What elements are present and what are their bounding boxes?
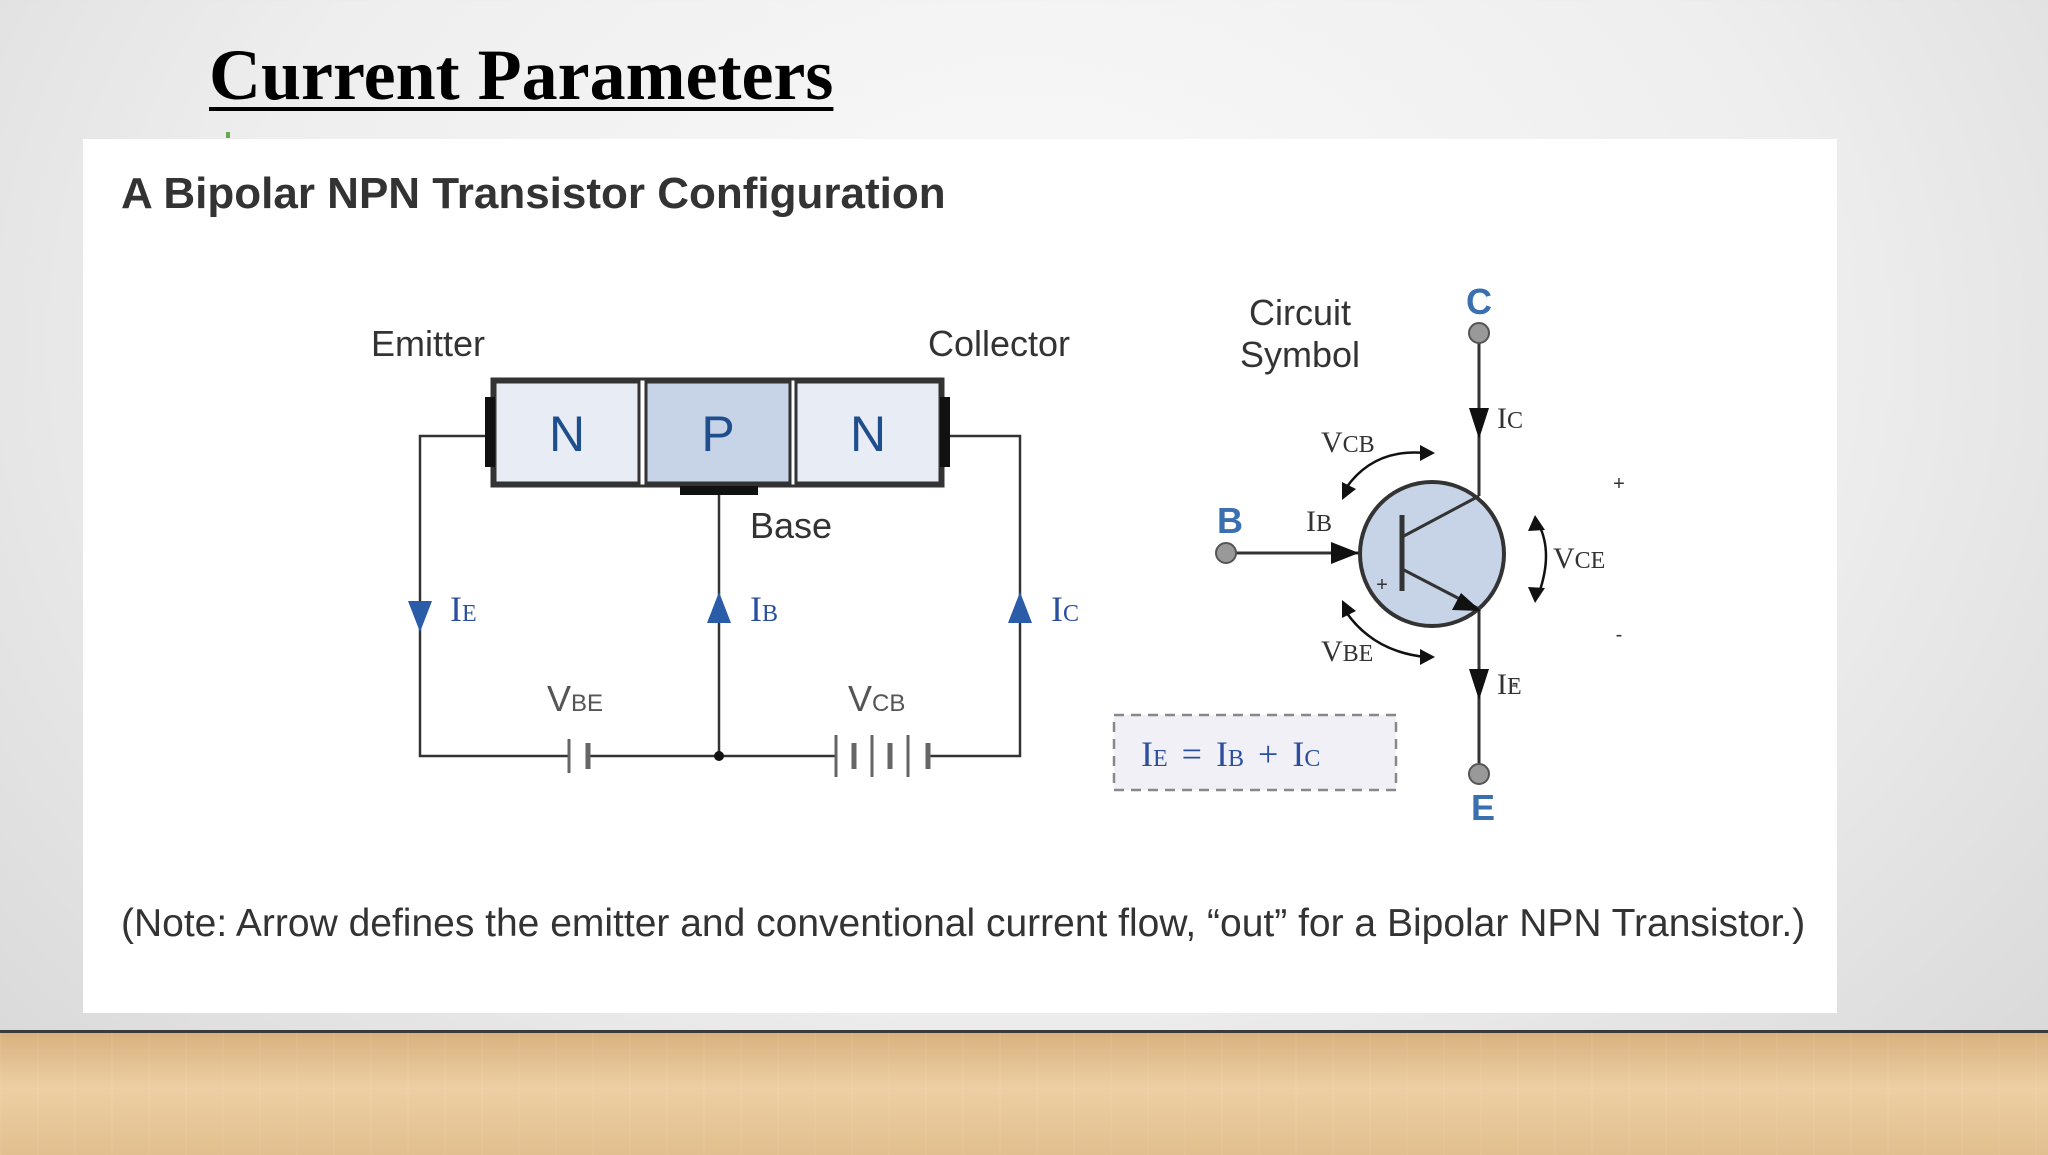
vcb-arc-head-2 (1420, 445, 1435, 461)
ie-arrow (1469, 669, 1489, 700)
ib-label: IB (750, 589, 778, 629)
terminal-e-label: E (1471, 787, 1495, 828)
collector-terminal (1468, 322, 1490, 344)
transistor-envelope (1358, 480, 1506, 628)
npn-transistor-diagram: Emitter Collector N P N Base (371, 281, 1625, 828)
decorative-tick (226, 132, 230, 138)
current-formula: IE=IB+IC (1112, 713, 1398, 792)
circuit-symbol: Circuit Symbol C B E IC IB IE VCB VBE (1215, 281, 1625, 828)
vce-arc-head-1 (1528, 515, 1545, 531)
terminal-c-label: C (1466, 281, 1492, 322)
base-contact (680, 486, 758, 495)
base-terminal (1215, 542, 1237, 564)
emitter-contact (485, 397, 495, 467)
region-n-emitter (493, 380, 641, 485)
figure-title: A Bipolar NPN Transistor Configuration (121, 169, 946, 218)
region-label-n2: N (850, 406, 886, 462)
emitter-arrow (1452, 593, 1481, 611)
wood-floor-background (0, 1030, 2048, 1155)
ib-arrow-up (707, 592, 731, 623)
vcb-battery (834, 735, 931, 777)
emitter-label: Emitter (371, 323, 485, 364)
vce-arc-head-2 (1528, 587, 1545, 603)
wire-junction (714, 751, 724, 761)
formula-text: IE=IB+IC (1141, 734, 1320, 774)
circuit-symbol-caption-2: Symbol (1240, 334, 1360, 375)
symbol-vcb-label: VCB (1321, 426, 1375, 459)
vce-plus-sign: + (1613, 473, 1625, 495)
slide-title: Current Parameters (209, 35, 834, 115)
ic-arrow (1469, 408, 1489, 439)
symbol-vce-label: VCE (1553, 542, 1605, 575)
symbol-ib-label: IB (1306, 505, 1332, 538)
region-label-n1: N (549, 406, 585, 462)
vce-arc (1537, 524, 1548, 594)
external-wiring (418, 434, 1022, 758)
ie-label: IE (450, 589, 477, 629)
vbe-arc-head-2 (1420, 649, 1435, 665)
symbol-ic-label: IC (1497, 402, 1523, 435)
symbol-ie-label: IE (1497, 668, 1522, 701)
ie-arrow-down (408, 601, 432, 632)
vbe-minus-sign: - (1512, 672, 1519, 694)
ib-arrow (1331, 542, 1359, 564)
region-p-base (644, 380, 792, 485)
region-n-collector (794, 380, 942, 485)
collector-internal (1401, 494, 1480, 539)
vce-minus-sign: - (1616, 624, 1623, 646)
vcb-arc (1344, 451, 1427, 489)
ic-label: IC (1051, 589, 1079, 629)
terminal-b-label: B (1217, 500, 1243, 541)
block-diagram: Emitter Collector N P N Base (371, 323, 1079, 777)
collector-contact (940, 397, 950, 467)
figure-note: (Note: Arrow defines the emitter and con… (121, 902, 1806, 945)
figure-panel: A Bipolar NPN Transistor Configuration E… (83, 139, 1837, 1013)
formula-box (1112, 713, 1398, 792)
vcb-label: VCB (848, 678, 905, 719)
symbol-vbe-label: VBE (1321, 635, 1373, 668)
vbe-arc (1344, 611, 1427, 659)
vcb-arc-head-1 (1342, 482, 1356, 500)
vbe-label: VBE (547, 678, 603, 719)
vbe-plus-sign: + (1376, 574, 1388, 596)
vbe-arc-head-1 (1342, 600, 1356, 618)
collector-label: Collector (928, 323, 1070, 364)
ic-arrow-up (1008, 592, 1032, 623)
emitter-terminal (1468, 763, 1490, 785)
region-label-p: P (701, 406, 734, 462)
base-label: Base (750, 505, 832, 546)
circuit-symbol-caption-1: Circuit (1249, 292, 1351, 333)
